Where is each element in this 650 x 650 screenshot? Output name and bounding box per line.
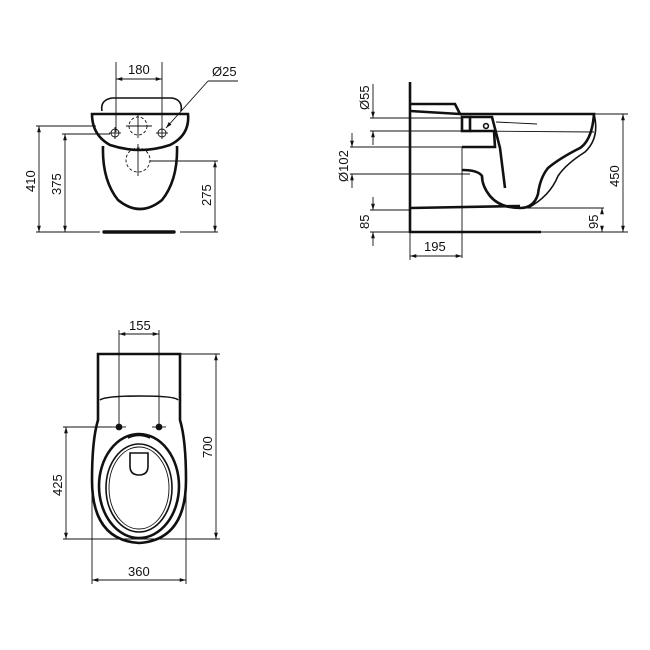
front-bowl-body <box>101 145 179 211</box>
bowl-outline <box>90 400 188 545</box>
dim-d25: Ø25 <box>212 64 237 79</box>
side-view: Ø55 Ø102 85 195 95 450 <box>336 82 628 260</box>
dim-275: 275 <box>199 184 214 206</box>
seat-inner <box>105 443 173 533</box>
dim-195: 195 <box>424 239 446 254</box>
top-view: 155 425 700 360 <box>50 318 220 584</box>
cistern-outline <box>96 352 182 400</box>
fixing-hole <box>482 122 490 130</box>
dim-410: 410 <box>23 170 38 192</box>
dim-700: 700 <box>200 436 215 458</box>
inlet-connector <box>460 115 472 133</box>
dim-95: 95 <box>586 215 601 229</box>
seat-hinge <box>127 434 151 439</box>
dim-360: 360 <box>128 564 150 579</box>
dim-375: 375 <box>49 173 64 195</box>
cistern-edge <box>99 395 179 401</box>
dim-425: 425 <box>50 474 65 496</box>
trap-inner <box>470 115 507 189</box>
dim-155: 155 <box>129 318 151 333</box>
dim-450: 450 <box>607 165 622 187</box>
dim-d102: Ø102 <box>336 150 351 182</box>
bowl-outline-lower <box>460 112 596 210</box>
front-view: 180 Ø25 410 375 275 <box>23 62 238 234</box>
lid-badge <box>129 452 149 476</box>
cistern-bracket <box>409 102 463 116</box>
seat-outer <box>97 432 181 540</box>
front-top-cap <box>100 97 183 112</box>
dim-d55: Ø55 <box>357 85 372 110</box>
dim-85: 85 <box>357 215 372 229</box>
bowl-outline-outer <box>527 113 597 209</box>
base-line <box>409 204 521 210</box>
dim-180: 180 <box>128 62 150 77</box>
outlet-pipe <box>462 129 497 149</box>
